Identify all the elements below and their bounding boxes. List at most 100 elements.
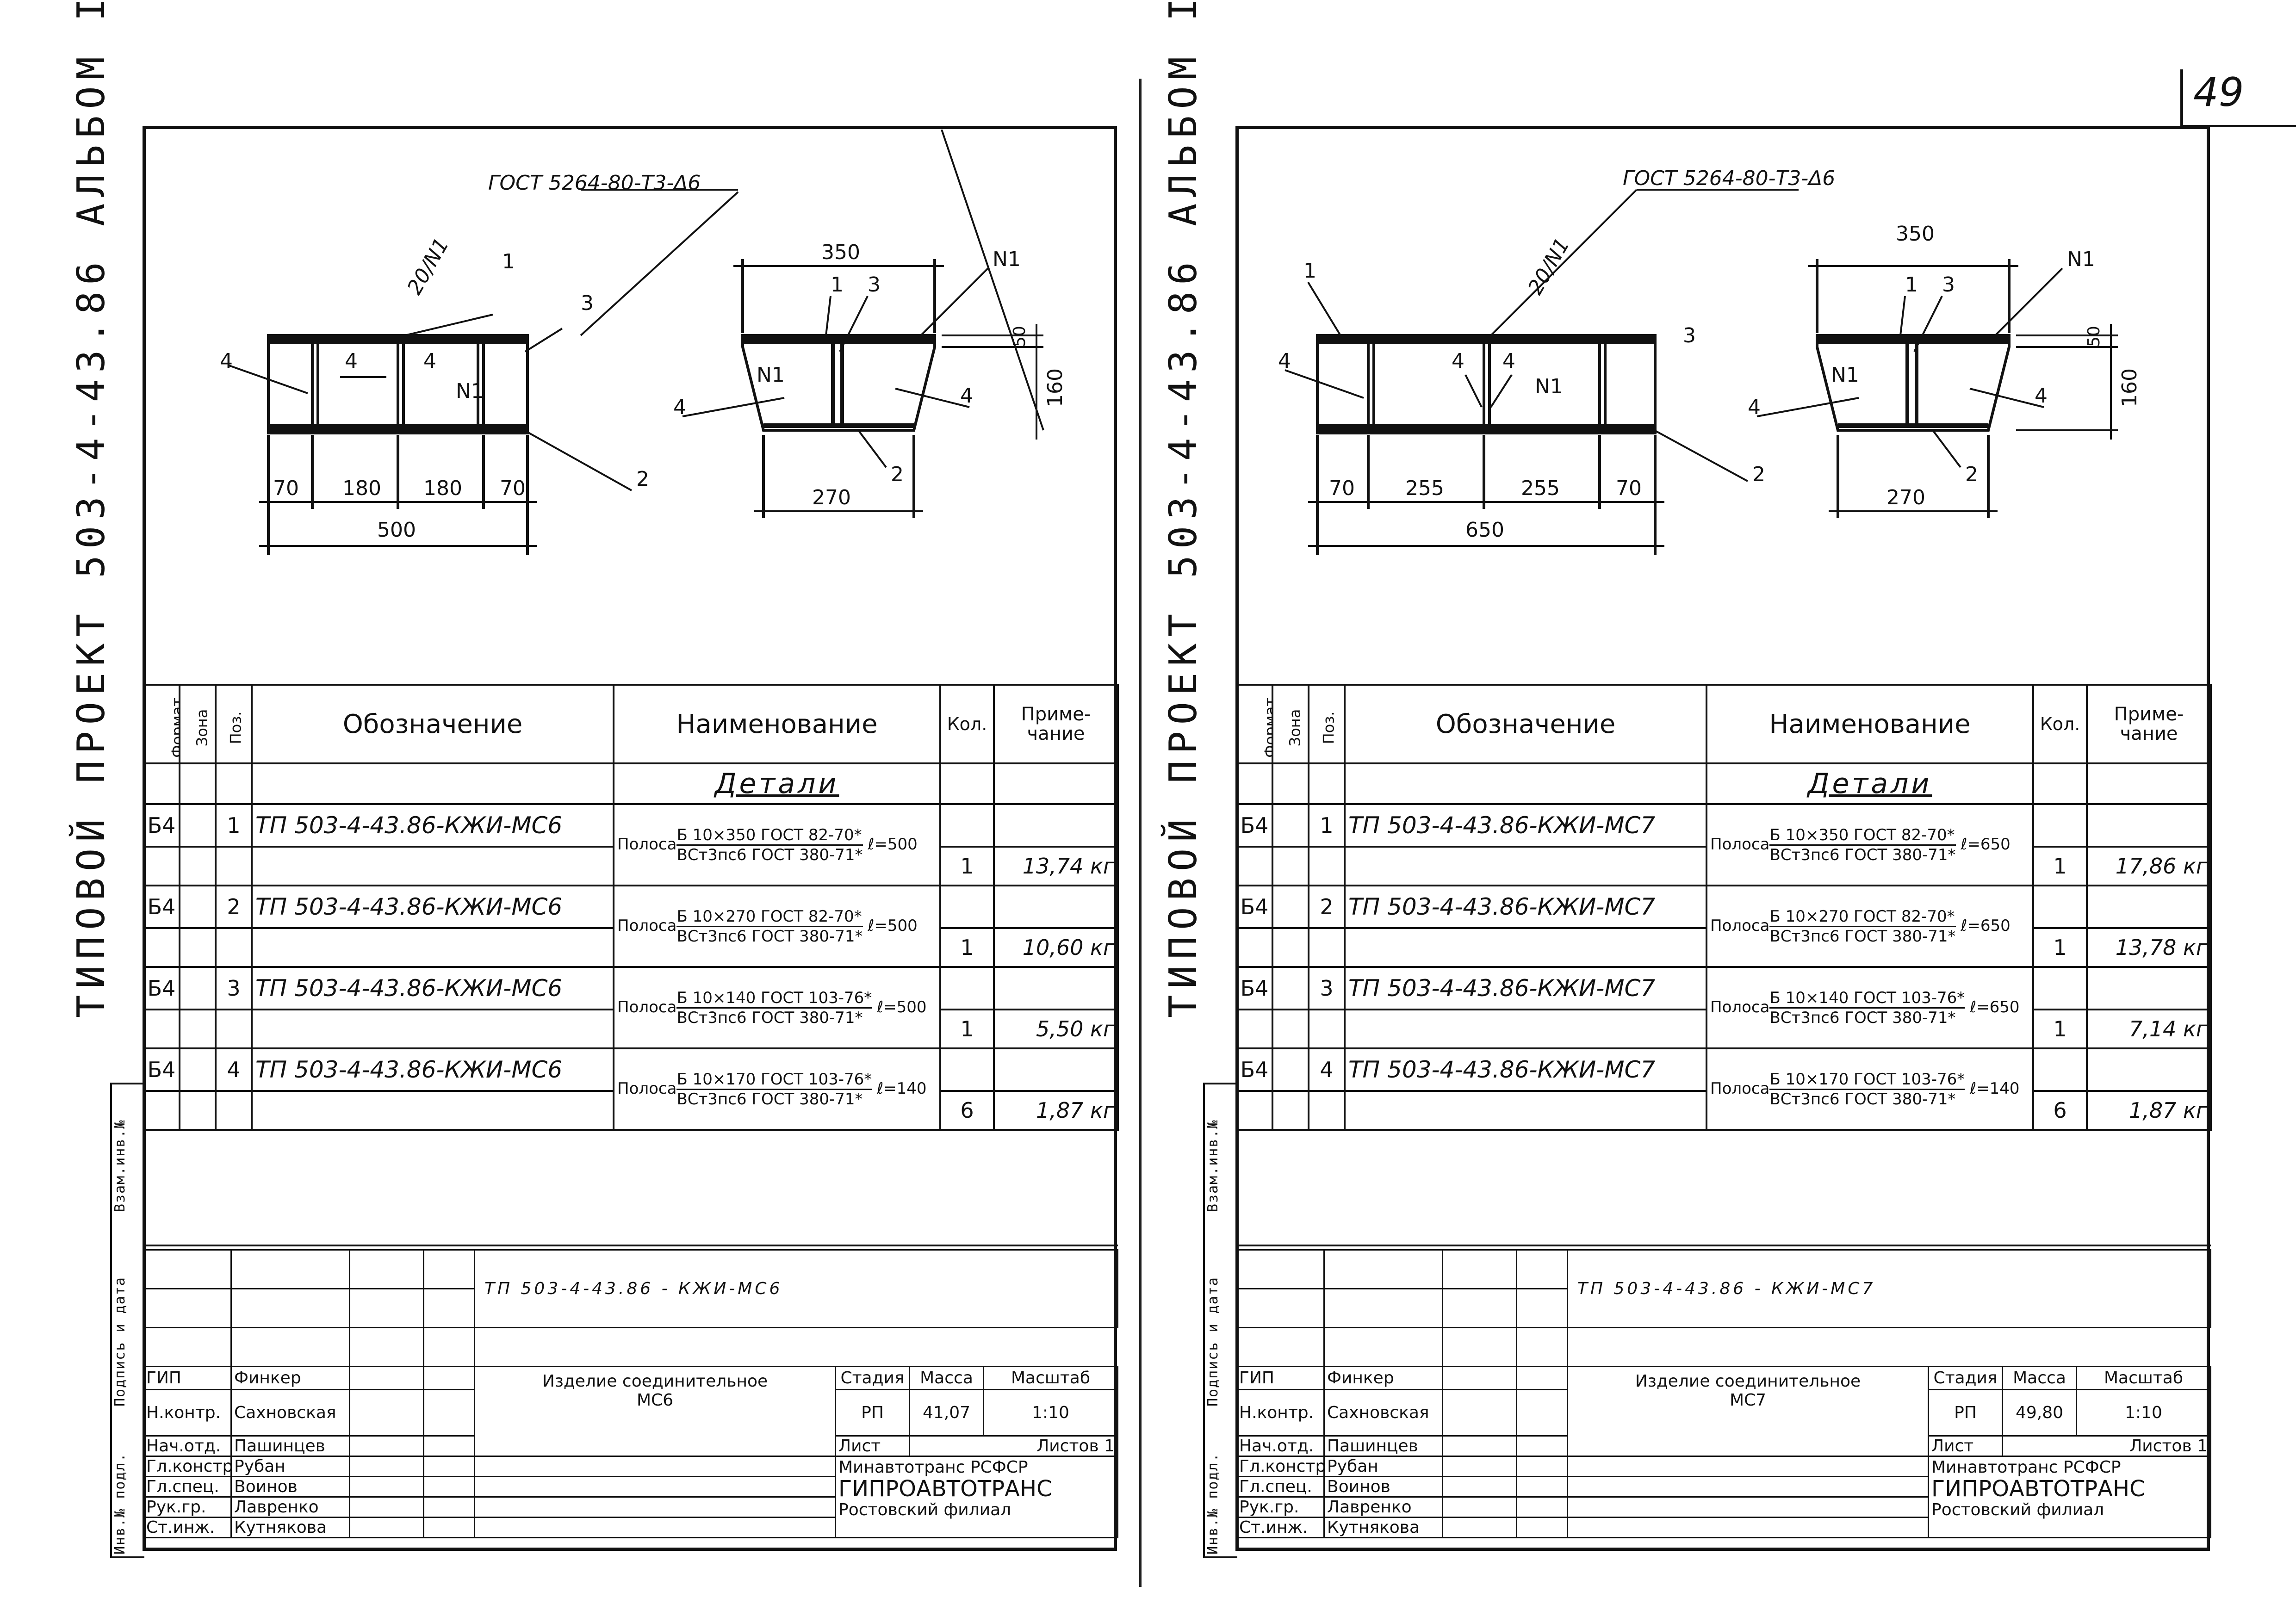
sheet-left-drawing: ГОСТ 5264-80-Т3-Δ6 20/N1 1 3 4 4 4 N1 2 …: [220, 130, 1067, 555]
row-pos: 3: [215, 966, 253, 1010]
row-qty: 1: [939, 927, 995, 968]
sheet-right-side-title: ТИПОВОЙ ПРОЕКТ 503-4-43.86 АЛЬБОМ IУ: [1161, 0, 1205, 1018]
svg-text:4: 4: [2035, 384, 2048, 408]
hdr-qty: Кол.: [2032, 684, 2088, 764]
row-note: 17,86 кг: [2086, 846, 2212, 886]
svg-text:160: 160: [1043, 368, 1067, 407]
row-designation: ТП 503-4-43.86-КЖИ-МС6: [251, 885, 614, 929]
svg-text:N1: N1: [993, 248, 1021, 271]
svg-text:4: 4: [1748, 396, 1761, 419]
svg-text:1: 1: [502, 250, 515, 273]
row-format: Б4: [143, 885, 180, 929]
row-format: Б4: [1235, 966, 1273, 1010]
svg-text:1: 1: [1303, 259, 1316, 283]
svg-text:180: 180: [423, 477, 462, 500]
hdr-name: Наименование: [1706, 684, 2034, 764]
sheet-left-spec-table: Формат Зона Поз. Обозначение Наименовани…: [143, 684, 1119, 1246]
svg-text:50: 50: [1010, 326, 1029, 347]
row-format: Б4: [143, 966, 180, 1010]
mass: 49,80: [2002, 1389, 2077, 1437]
sheet-left-side-strip: [110, 1083, 144, 1558]
svg-text:1: 1: [831, 273, 844, 297]
svg-text:70: 70: [273, 477, 299, 500]
row-format: Б4: [143, 1047, 180, 1092]
hdr-name: Наименование: [613, 684, 941, 764]
svg-text:270: 270: [1886, 486, 1925, 509]
svg-text:20/N1: 20/N1: [403, 234, 453, 299]
row-qty: 6: [2032, 1090, 2088, 1131]
row-note: 1,87 кг: [993, 1090, 1119, 1131]
svg-text:3: 3: [868, 273, 881, 297]
row-format: Б4: [1235, 1047, 1273, 1092]
hdr-note: Приме- чание: [2086, 684, 2212, 764]
svg-text:ГОСТ 5264-80-Т3-Δ6: ГОСТ 5264-80-Т3-Δ6: [488, 171, 701, 195]
section-title: Детали: [613, 762, 941, 805]
sheet-right-inv-label: Инв.№ подл.: [1205, 1452, 1221, 1555]
row-qty: 6: [939, 1090, 995, 1131]
hdr-pos: Поз.: [1308, 684, 1346, 764]
svg-text:70: 70: [500, 477, 526, 500]
row-designation: ТП 503-4-43.86-КЖИ-МС7: [1344, 803, 1707, 848]
row-designation: ТП 503-4-43.86-КЖИ-МС7: [1344, 966, 1707, 1010]
row-note: 13,74 кг: [993, 846, 1119, 886]
row-designation: ТП 503-4-43.86-КЖИ-МС7: [1344, 1047, 1707, 1092]
svg-text:50: 50: [2085, 326, 2104, 347]
svg-text:2: 2: [636, 467, 649, 491]
svg-text:160: 160: [2118, 368, 2141, 407]
hdr-designation: Обозначение: [1344, 684, 1707, 764]
sheet-right-side-strip: [1203, 1083, 1237, 1558]
row-format: Б4: [143, 803, 180, 848]
svg-text:3: 3: [581, 291, 594, 315]
hdr-designation: Обозначение: [251, 684, 614, 764]
section-title: Детали: [1706, 762, 2034, 805]
svg-text:255: 255: [1521, 477, 1560, 500]
svg-text:70: 70: [1329, 477, 1355, 500]
svg-text:2: 2: [1752, 463, 1765, 486]
svg-text:N1: N1: [456, 379, 484, 403]
svg-text:500: 500: [377, 518, 416, 542]
center-fold-line: [1139, 79, 1142, 1587]
svg-text:N1: N1: [1831, 363, 1859, 387]
svg-text:350: 350: [821, 241, 860, 264]
row-note: 5,50 кг: [993, 1009, 1119, 1049]
sheet-right-spec-table: Формат Зона Поз. Обозначение Наименовани…: [1235, 684, 2212, 1246]
sheet-left-inv-label: Инв.№ подл.: [112, 1452, 128, 1555]
svg-text:4: 4: [1278, 349, 1291, 373]
svg-text:N1: N1: [757, 363, 785, 387]
svg-text:255: 255: [1405, 477, 1444, 500]
sheet-left-sign-label: Подпись и дата: [112, 1276, 128, 1406]
sheet-left-vzam-label: Взам.инв.№: [112, 1119, 128, 1212]
row-note: 1,87 кг: [2086, 1090, 2212, 1131]
svg-text:3: 3: [1942, 273, 1955, 297]
hdr-zone: Зона: [179, 684, 217, 764]
svg-text:ГОСТ 5264-80-Т3-Δ6: ГОСТ 5264-80-Т3-Δ6: [1623, 167, 1835, 190]
scale: 1:10: [982, 1389, 1119, 1437]
row-note: 7,14 кг: [2086, 1009, 2212, 1049]
svg-text:4: 4: [423, 349, 436, 373]
row-qty: 1: [2032, 846, 2088, 886]
svg-text:1: 1: [1905, 273, 1918, 297]
sheet-right-drawing: ГОСТ 5264-80-Т3-Δ6 20/N1 1 3 4 4 4 N1 2 …: [1278, 167, 2141, 555]
row-designation: ТП 503-4-43.86-КЖИ-МС6: [251, 966, 614, 1010]
hdr-format: Формат: [143, 684, 180, 764]
